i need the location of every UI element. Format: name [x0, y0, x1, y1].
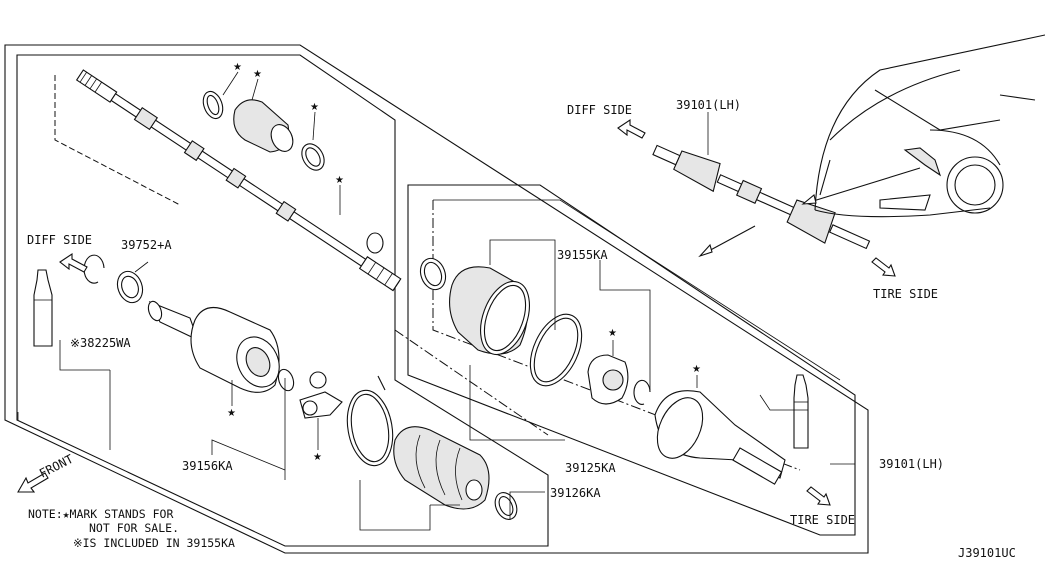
car-illustration	[814, 34, 1045, 218]
inner-joint-assembly: ★ ★	[17, 254, 545, 531]
legend-note: NOTE:★MARK STANDS FOR NOT FOR SALE. ※IS …	[28, 507, 235, 550]
star-mark: ★	[692, 364, 701, 375]
star-mark: ★	[335, 175, 344, 186]
star-mark: ★	[608, 328, 617, 339]
label-diff-side-top: DIFF SIDE	[567, 103, 632, 117]
star-mark: ★	[227, 408, 236, 419]
label-front: FRONT	[37, 452, 76, 481]
note-line-2: NOT FOR SALE.	[89, 521, 179, 535]
label-39156ka: 39156KA	[182, 459, 233, 473]
label-39126ka: 39126KA	[550, 486, 601, 500]
label-diff-side-left: DIFF SIDE	[27, 233, 92, 247]
note-line-1: NOTE:★MARK STANDS FOR	[28, 507, 173, 521]
upper-boot-kit: ★ ★ ★ ★	[202, 62, 344, 215]
label-39101-lh-right: 39101(LH)	[879, 457, 944, 471]
direction-arrows	[17, 118, 921, 506]
star-mark: ★	[233, 62, 242, 73]
label-39752a: 39752+A	[121, 238, 172, 252]
star-mark: ★	[253, 69, 262, 80]
label-39155ka: 39155KA	[557, 248, 608, 262]
label-tire-side-bottom: TIRE SIDE	[790, 513, 855, 527]
label-diagram-code: J39101UC	[958, 546, 1016, 560]
note-line-3: ※IS INCLUDED IN 39155KA	[73, 536, 235, 550]
star-mark: ★	[310, 102, 319, 113]
outer-joint-assembly: ★ ★	[419, 239, 855, 485]
star-mark: ★	[313, 452, 322, 463]
label-39125ka: 39125KA	[565, 461, 616, 475]
upper-axle-shaft	[75, 69, 402, 292]
label-38225wa: ※38225WA	[70, 336, 131, 350]
label-tire-side-right: TIRE SIDE	[873, 287, 938, 301]
assembled-drive-shaft	[652, 112, 871, 250]
label-39101-lh-top: 39101(LH)	[676, 98, 741, 112]
